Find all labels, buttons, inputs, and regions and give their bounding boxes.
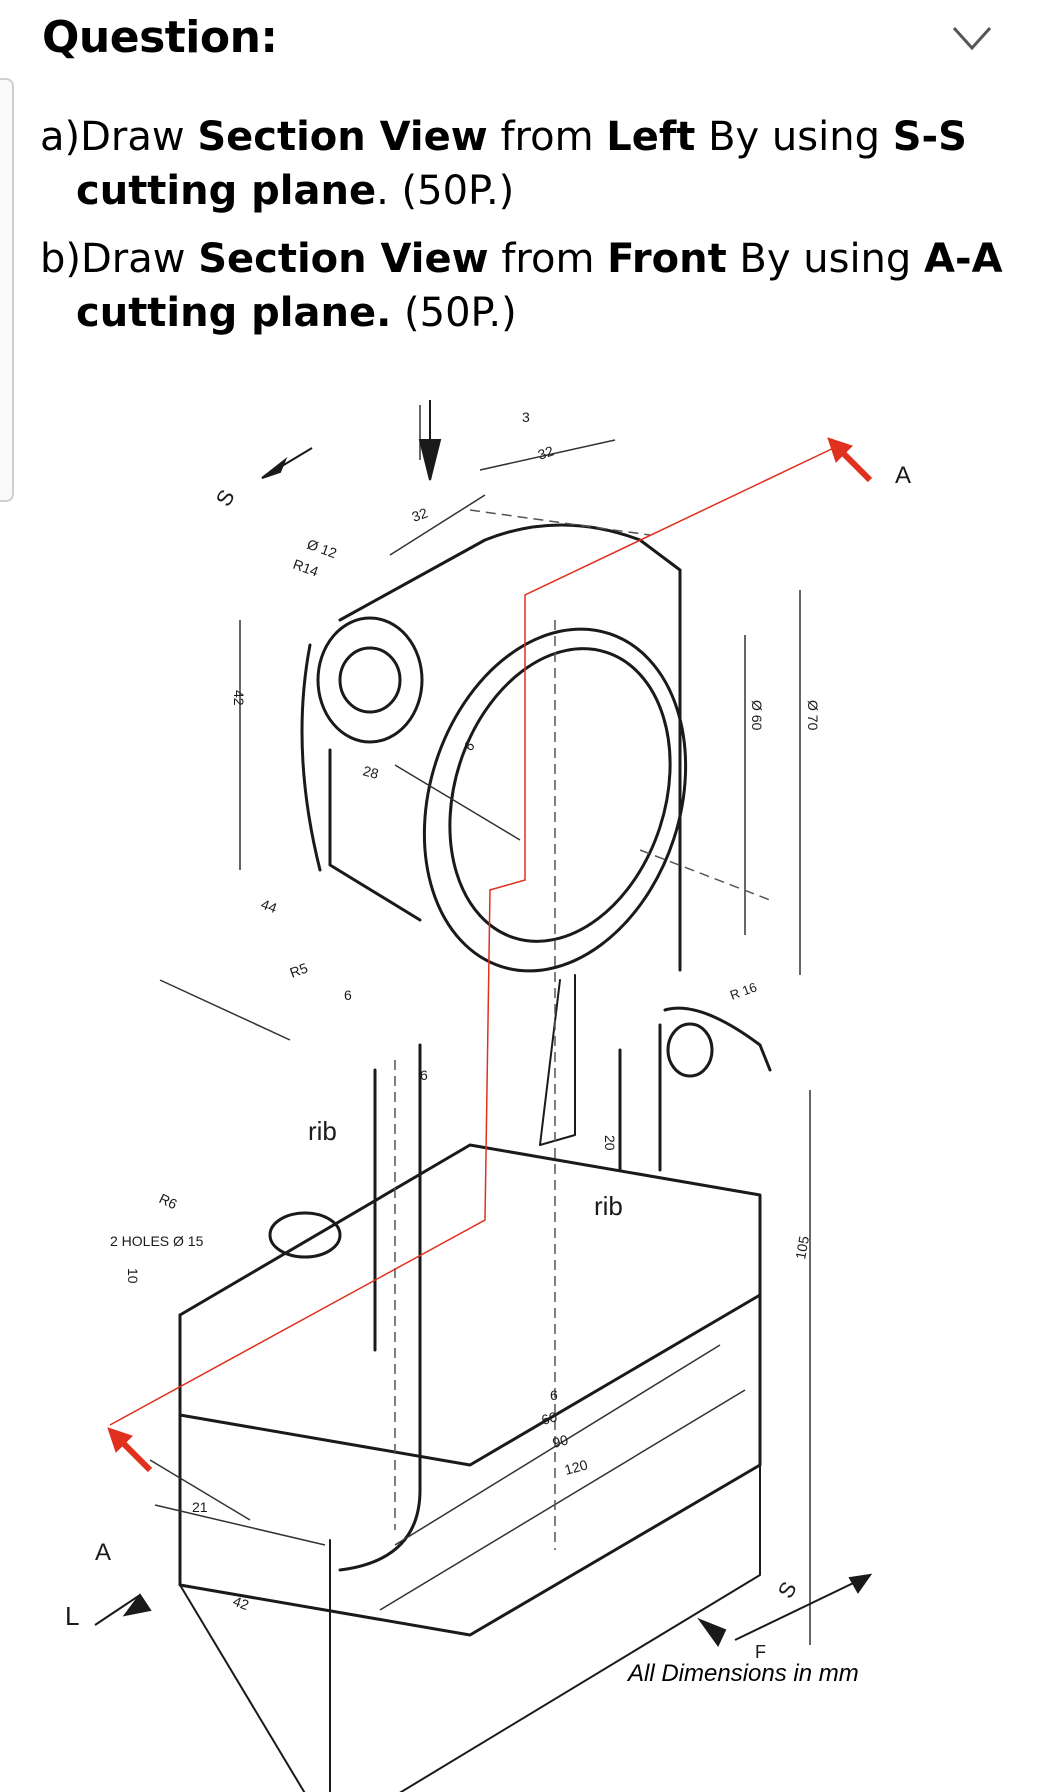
label-a-bottom: A — [95, 1539, 111, 1566]
page-title: Question: — [42, 12, 278, 63]
right-hole — [666, 1022, 714, 1078]
question-b: b)Draw Section View from Front By using … — [40, 236, 1003, 336]
dim-dia60: Ø 60 — [749, 700, 765, 731]
side-panel-tab[interactable] — [0, 78, 14, 502]
dim-r14: R14 — [291, 556, 321, 580]
dim-120: 120 — [563, 1456, 590, 1478]
label-holes: 2 HOLES Ø 15 — [110, 1233, 204, 1249]
dim-44: 44 — [259, 896, 279, 916]
label-l: L — [65, 1601, 79, 1631]
label-f: F — [755, 1642, 766, 1662]
base-top-edge — [178, 1293, 762, 1467]
dim-32-left: 32 — [410, 504, 430, 524]
dim-10: 10 — [125, 1268, 141, 1284]
dim-6d: 6 — [550, 1387, 558, 1403]
question-a: a)Draw Section View from Left By using S… — [40, 114, 967, 214]
dim-6b: 6 — [344, 987, 352, 1003]
dim-60: 60 — [540, 1408, 559, 1428]
chevron-down-icon[interactable] — [948, 18, 996, 58]
ring-inner — [448, 647, 672, 943]
isometric-drawing: S T A A L F S 3 32 32 Ø 12 R14 42 28 6 Ø… — [65, 400, 911, 1792]
left-hole — [268, 1211, 342, 1259]
label-t: T — [408, 400, 424, 404]
label-rib-right: rib — [594, 1191, 623, 1221]
lug-boss — [316, 616, 424, 744]
dim-dia70: Ø 70 — [805, 700, 821, 731]
dim-r5: R5 — [288, 960, 310, 981]
dim-32-top: 32 — [536, 442, 556, 462]
rib-shape — [539, 974, 576, 1146]
base-lower-edge — [399, 1364, 761, 1792]
lug-hole — [338, 646, 402, 714]
dim-6c: 6 — [420, 1067, 428, 1083]
right-lug — [663, 1006, 772, 1072]
label-s-bottom: S — [773, 1577, 802, 1602]
boss-left — [300, 643, 322, 872]
dim-3: 3 — [522, 409, 530, 425]
dim-105: 105 — [792, 1235, 812, 1261]
base-left-edge — [179, 1414, 306, 1792]
label-s-top: S — [211, 485, 240, 510]
ring-outer — [422, 627, 688, 973]
label-rib-left: rib — [308, 1116, 337, 1146]
label-a-top: A — [895, 462, 911, 489]
dimensions-note: All Dimensions in mm — [628, 1660, 859, 1687]
dim-r6: R6 — [157, 1190, 180, 1212]
section-line-a-a — [109, 444, 841, 1426]
dim-r16: R 16 — [728, 979, 759, 1002]
dim-42: 42 — [231, 690, 247, 706]
pillar-left-inner — [338, 1043, 422, 1572]
dim-90: 90 — [551, 1431, 570, 1451]
lug — [328, 748, 422, 922]
dim-dia12: Ø 12 — [305, 536, 339, 561]
dim-21: 21 — [192, 1499, 208, 1515]
dim-28: 28 — [361, 762, 380, 782]
base-outline — [178, 1143, 762, 1637]
dim-42b: 42 — [231, 1593, 251, 1613]
dim-20: 20 — [602, 1135, 618, 1151]
